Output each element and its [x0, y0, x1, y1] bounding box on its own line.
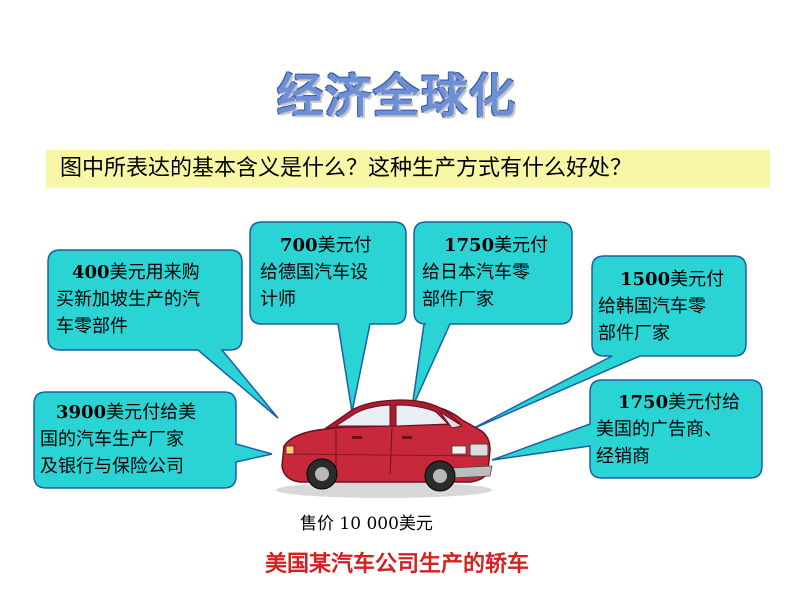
callout-line: 给日本汽车零 — [422, 262, 530, 283]
callout-line: 美元付 — [317, 235, 372, 256]
callout-line: 给韩国汽车零 — [598, 296, 706, 317]
callout-line: 经销商 — [596, 446, 650, 467]
callout-bubble-3 — [411, 221, 573, 409]
callout-line: 国的汽车生产厂家 — [40, 429, 184, 450]
callout-bubble-1 — [47, 249, 279, 419]
callout-bubble-5 — [33, 391, 273, 489]
callout-text-1: 400美元用来购 买新加坡生产的汽 车零部件 — [56, 259, 200, 340]
car-caption: 美国某汽车公司生产的轿车 — [264, 552, 529, 577]
callout-line: 车零部件 — [56, 316, 128, 337]
price-label: 售价 10 000美元 — [300, 514, 433, 534]
callout-text-5: 3900美元付给美 国的汽车生产厂家 及银行与保险公司 — [40, 399, 197, 480]
callout-text-2: 700美元付 给德国汽车设 计师 — [260, 232, 372, 313]
callout-line: 部件厂家 — [598, 323, 670, 344]
callout-amount: 700 — [280, 235, 318, 256]
callout-text-3: 1750美元付 给日本汽车零 部件厂家 — [422, 232, 549, 313]
callout-line: 美国的广告商、 — [596, 419, 722, 440]
callout-line: 计师 — [260, 289, 296, 310]
callout-line: 部件厂家 — [422, 289, 494, 310]
callout-text-4: 1500美元付 给韩国汽车零 部件厂家 — [598, 266, 725, 347]
question-banner: 图中所表达的基本含义是什么？这种生产方式有什么好处？ — [46, 150, 770, 188]
callout-line: 及银行与保险公司 — [40, 456, 184, 477]
callout-amount: 1500 — [620, 269, 671, 290]
callout-amount: 3900 — [56, 402, 107, 423]
callout-line: 美元付 — [494, 235, 549, 256]
callout-bubble-6 — [491, 379, 763, 479]
callout-line: 美元用来购 — [109, 262, 200, 283]
callout-amount: 1750 — [444, 235, 495, 256]
callout-line: 美元付给美 — [106, 402, 197, 423]
callout-amount: 400 — [72, 262, 110, 283]
callout-text-6: 1750美元付给 美国的广告商、 经销商 — [596, 389, 741, 470]
callout-bubble-4 — [469, 255, 747, 431]
callout-line: 买新加坡生产的汽 — [56, 289, 200, 310]
callout-bubble-2 — [249, 221, 407, 413]
car-illustration — [276, 399, 493, 498]
callout-line: 给德国汽车设 — [260, 262, 368, 283]
page-title: 经济全球化 — [277, 69, 517, 123]
callout-line: 美元付 — [670, 269, 725, 290]
callout-line: 美元付给 — [668, 392, 741, 413]
callout-amount: 1750 — [618, 392, 669, 413]
